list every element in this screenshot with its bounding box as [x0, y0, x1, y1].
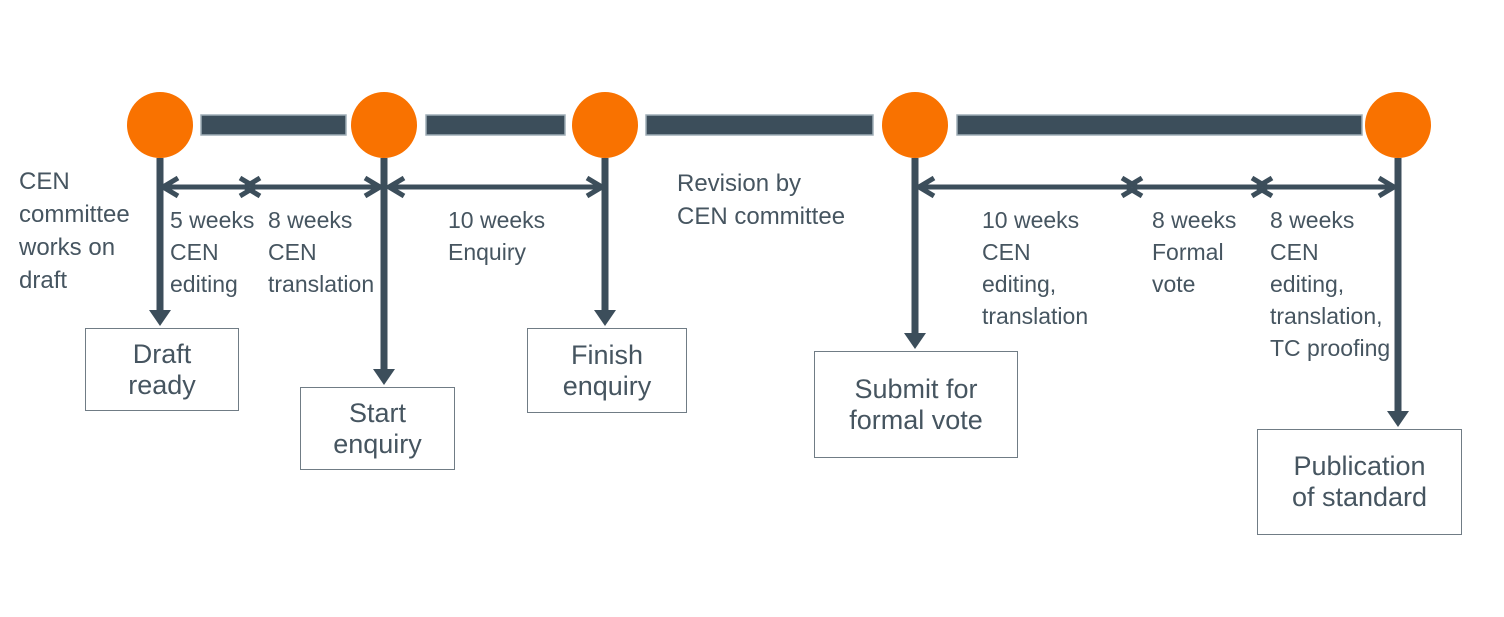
arrowhead-right-icon	[363, 175, 385, 199]
arrowhead-left-icon	[240, 175, 262, 199]
duration-label-enquiry: 10 weeks Enquiry	[448, 207, 546, 265]
milestone-dot	[351, 92, 417, 158]
milestone-arrowheads	[149, 310, 1409, 427]
milestone-box-finish-enquiry: Finish enquiry	[527, 328, 687, 413]
arrowhead-right-icon	[585, 175, 607, 199]
timeline-segment	[645, 114, 874, 136]
milestone-dot	[127, 92, 193, 158]
arrowhead-left-icon	[384, 175, 406, 199]
duration-label-tc-proofing: 8 weeks CEN editing, translation, TC pro…	[1270, 207, 1391, 361]
arrowhead-left-icon	[1252, 175, 1274, 199]
milestone-dot	[572, 92, 638, 158]
arrowhead-down-icon	[373, 369, 395, 385]
timeline-segment	[425, 114, 566, 136]
arrowhead-left-icon	[914, 175, 936, 199]
milestone-dot	[882, 92, 948, 158]
timeline-segment	[956, 114, 1363, 136]
arrowhead-down-icon	[904, 333, 926, 349]
milestone-box-publication: Publication of standard	[1257, 429, 1462, 535]
milestone-arrows	[156, 158, 1402, 412]
arrowhead-down-icon	[149, 310, 171, 326]
duration-label-cen-translation: 8 weeks CEN translation	[268, 207, 375, 297]
timeline-segment	[200, 114, 347, 136]
left-note: CEN committee works on draft	[19, 168, 130, 294]
milestone-box-submit-formal-vote: Submit for formal vote	[814, 351, 1018, 458]
arrowhead-down-icon	[594, 310, 616, 326]
arrowhead-left-icon	[158, 175, 180, 199]
milestone-box-start-enquiry: Start enquiry	[300, 387, 455, 470]
arrowhead-right-icon	[1377, 175, 1399, 199]
milestone-dot	[1365, 92, 1431, 158]
duration-label-cen-editing: 5 weeks CEN editing	[170, 207, 255, 297]
duration-label-formal-vote: 8 weeks Formal vote	[1152, 207, 1237, 297]
revision-note: Revision by CEN committee	[677, 170, 846, 230]
milestone-dots	[127, 92, 1431, 158]
arrowhead-left-icon	[1122, 175, 1144, 199]
milestone-box-draft-ready: Draft ready	[85, 328, 239, 411]
duration-arrows	[158, 175, 1399, 199]
arrowhead-down-icon	[1387, 411, 1409, 427]
duration-label-editing-translation: 10 weeks CEN editing, translation	[982, 207, 1089, 329]
timeline-segments	[200, 114, 1363, 136]
